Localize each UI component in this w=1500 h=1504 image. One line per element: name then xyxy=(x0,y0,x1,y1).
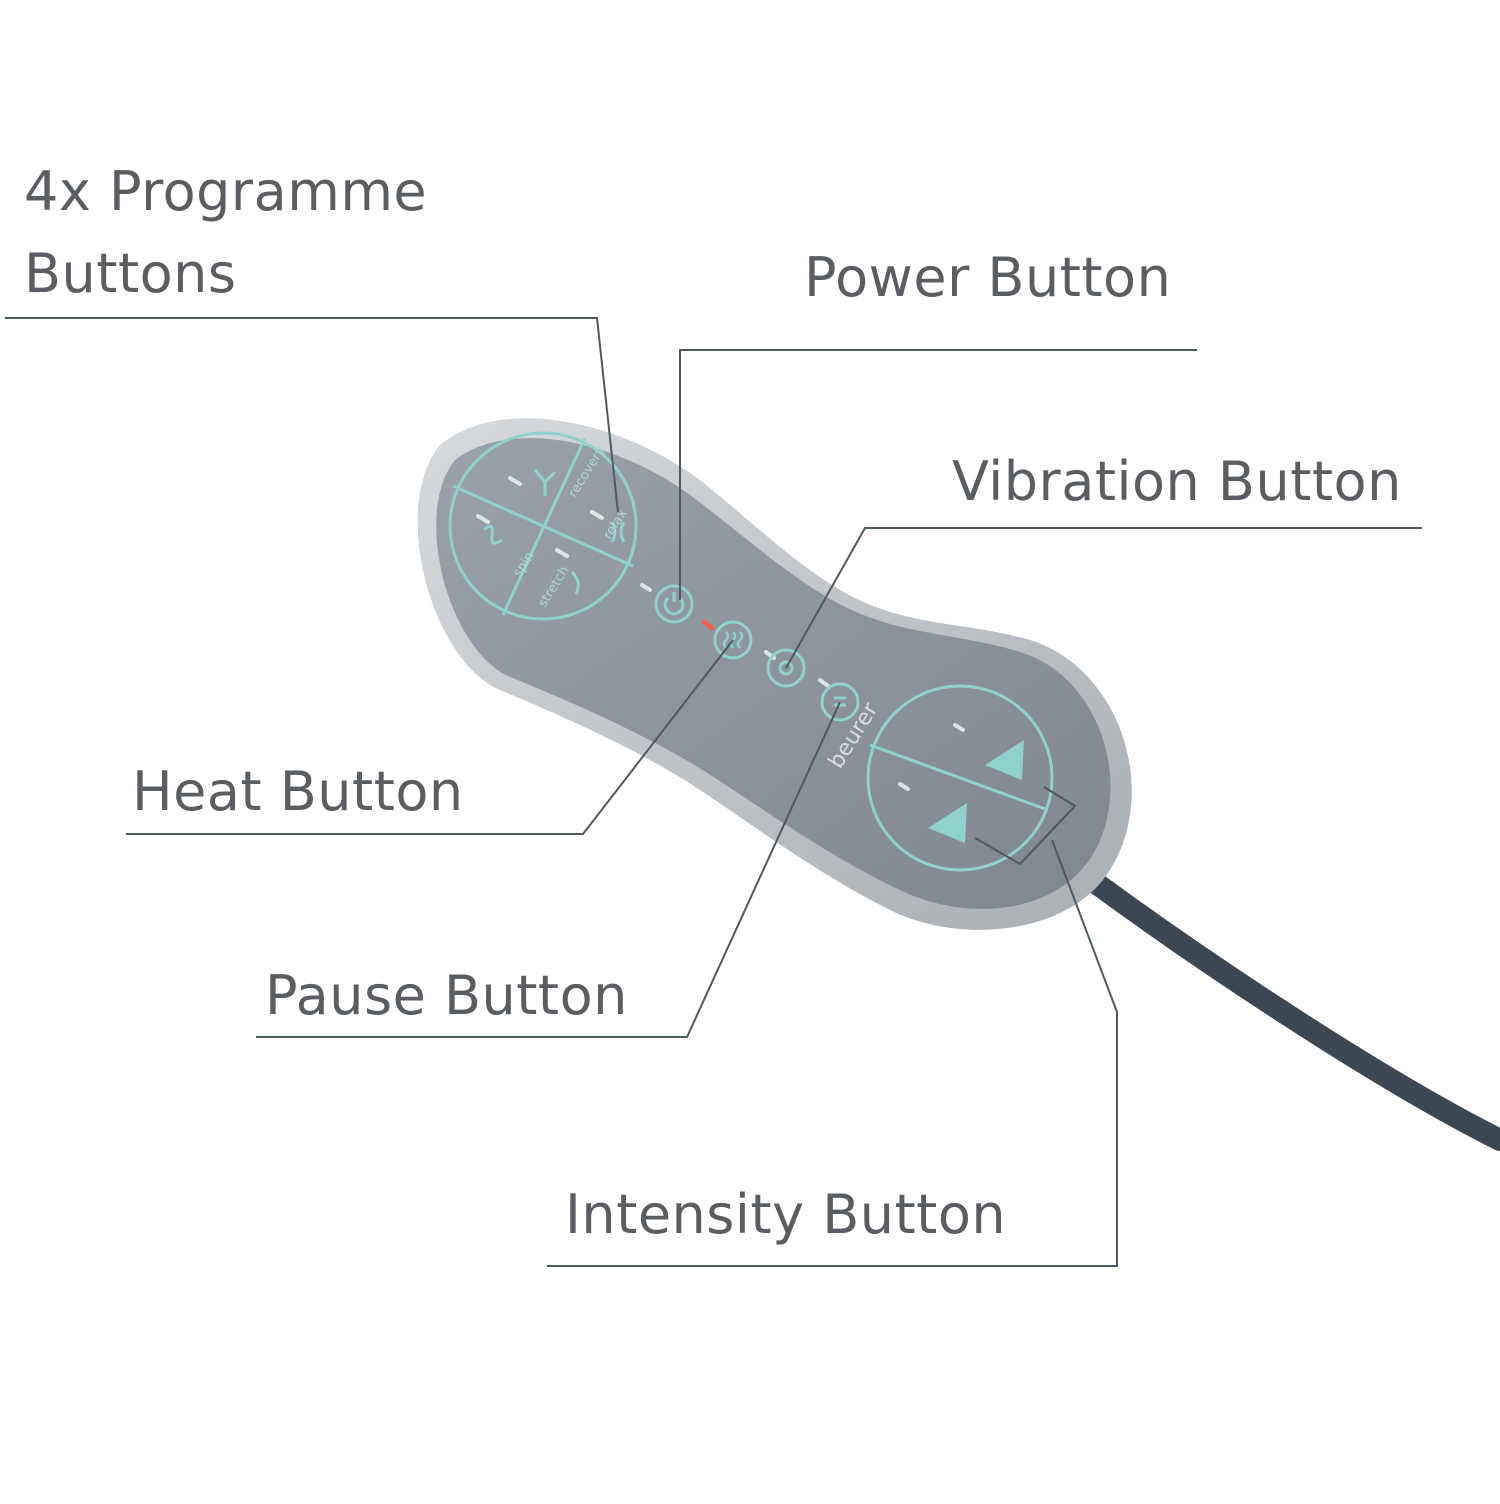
leader-power xyxy=(679,349,1197,600)
leader-programme xyxy=(5,317,619,513)
spin-icon xyxy=(482,524,503,545)
pause-button[interactable] xyxy=(818,678,860,722)
power-icon xyxy=(663,592,685,616)
vibration-button[interactable] xyxy=(764,648,806,688)
programme-label-line2: Buttons xyxy=(24,242,237,305)
leader-pause xyxy=(256,701,841,1038)
vibration-label: Vibration Button xyxy=(952,450,1402,513)
leader-intensity xyxy=(547,839,1118,1267)
programme-label-line1: 4x Programme xyxy=(24,160,428,223)
power-button[interactable] xyxy=(640,583,694,624)
leader-intensity-bracket xyxy=(974,786,1077,866)
intensity-down-icon xyxy=(928,803,967,843)
leader-heat xyxy=(126,639,734,835)
intensity-buttons[interactable] xyxy=(866,684,1054,872)
remote-face xyxy=(436,438,1111,909)
cable xyxy=(1074,864,1500,1151)
intensity-up-icon xyxy=(985,740,1024,780)
heat-button[interactable] xyxy=(702,620,753,660)
power-label: Power Button xyxy=(804,246,1172,309)
leader-lines xyxy=(5,317,1422,1267)
stretch-icon xyxy=(570,570,580,595)
pause-label: Pause Button xyxy=(265,964,628,1027)
leader-vibration xyxy=(785,527,1422,669)
heat-label: Heat Button xyxy=(132,760,464,823)
relax-icon xyxy=(610,521,626,543)
recovery-icon xyxy=(533,469,557,496)
intensity-label: Intensity Button xyxy=(565,1183,1007,1246)
vibration-icon xyxy=(778,660,794,676)
pause-icon xyxy=(834,696,846,707)
